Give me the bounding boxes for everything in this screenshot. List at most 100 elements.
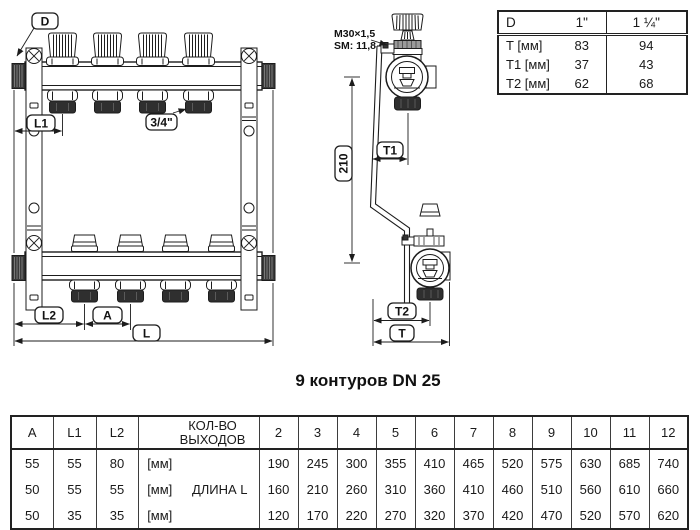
valve-top: [71, 234, 98, 252]
table-cell: T1 [мм]: [506, 57, 550, 72]
size-table-container: D 1" 1 ¼" T [мм] 83 94 T1 [мм] 37 43 T2 …: [497, 10, 688, 95]
length-table-header-a: A: [11, 416, 53, 450]
side-dimensions: [344, 39, 450, 346]
table-cell: 660: [648, 476, 688, 502]
table-cell: 360: [414, 476, 454, 502]
dim-box-l: [132, 324, 161, 342]
table-cell: 740: [648, 449, 688, 476]
length-table-header-count: 9: [531, 416, 571, 450]
table-cell: 685: [609, 449, 649, 476]
length-table-header-count: 10: [570, 416, 610, 450]
side-dimension-labels: M30×1,5 SM: 11,8 210 T1 T2 T: [334, 28, 417, 342]
length-table-header-count: 2: [258, 416, 298, 450]
dim-box-210: [334, 145, 353, 182]
table-cell-unit: [мм]: [137, 476, 181, 502]
dim-box-t: [389, 324, 415, 342]
protective-cap: [419, 203, 441, 217]
threaded-stub: [261, 63, 276, 89]
table-cell-unit: [мм]: [137, 502, 181, 529]
outlet-connection: [206, 279, 237, 303]
valve-top: [162, 234, 189, 252]
size-table-header-row: D 1" 1 ¼": [498, 11, 687, 36]
dimension-labels: D L1 3/4" L2 A L: [26, 12, 178, 342]
union-nut: [416, 287, 444, 301]
length-table: A L1 L2 КОЛ-ВО ВЫХОДОВ 2 3 4 5 6 7 8 9 1…: [10, 415, 689, 530]
table-cell: 80: [95, 449, 138, 476]
table-cell: 83: [574, 38, 589, 53]
caption: 9 контуров DN 25: [295, 371, 441, 390]
length-table-header-count: 3: [297, 416, 337, 450]
dim-label-t1: T1: [383, 144, 397, 158]
table-cell: 630: [570, 449, 610, 476]
size-table-row-t: T [мм] 83 94: [498, 34, 687, 55]
table-cell: 94: [605, 34, 687, 55]
table-cell: 470: [531, 502, 571, 529]
front-view: D L1 3/4" L2 A L: [11, 12, 276, 346]
valve-top: [117, 234, 144, 252]
table-cell: 300: [336, 449, 376, 476]
mounting-bracket-right: [240, 47, 258, 311]
threaded-stub: [261, 255, 276, 281]
length-table-header-l1: L1: [52, 416, 96, 450]
length-label-cell: ДЛИНА L: [191, 481, 248, 497]
table-cell: 270: [375, 502, 415, 529]
mounting-bracket-left: [25, 47, 43, 311]
dim-label-t2: T2: [395, 305, 409, 319]
length-table-header-outputs: КОЛ-ВО ВЫХОДОВ: [137, 416, 259, 450]
length-table-header-count: 7: [453, 416, 493, 450]
table-cell: 55: [52, 476, 96, 502]
length-table-header-count: 11: [609, 416, 649, 450]
table-cell: 320: [414, 502, 454, 529]
size-table: D 1" 1 ¼" T [мм] 83 94 T1 [мм] 37 43 T2 …: [497, 10, 688, 95]
length-table-row: 50 55 55 [мм] 160 210 260 310 360 410 46…: [11, 476, 688, 502]
dim-box-d: [31, 12, 59, 30]
table-cell: 35: [95, 502, 138, 529]
table-cell: 260: [336, 476, 376, 502]
length-table-header-count: 4: [336, 416, 376, 450]
length-table-header-count: 12: [648, 416, 688, 450]
table-cell: 410: [414, 449, 454, 476]
threaded-stub: [11, 255, 26, 281]
table-cell: 370: [453, 502, 493, 529]
top-valve-assembly: [380, 13, 437, 111]
outlet-connection: [137, 89, 168, 114]
dim-label-t: T: [398, 327, 406, 341]
table-cell: 160: [258, 476, 298, 502]
thermostat-cap: [46, 32, 79, 66]
length-table-header-count: 8: [492, 416, 532, 450]
table-cell: 43: [605, 55, 687, 74]
size-table-header-1in: 1": [558, 11, 606, 36]
table-cell: 55: [52, 449, 96, 476]
table-cell: T2 [мм]: [506, 76, 550, 91]
thermostat-cap: [182, 32, 215, 66]
table-cell: 355: [375, 449, 415, 476]
dim-label-d: D: [41, 15, 50, 29]
size-table-header-d: D: [498, 11, 558, 36]
dim-label-l: L: [143, 327, 150, 341]
table-cell: 570: [609, 502, 649, 529]
length-table-row: 50 35 35 [мм] 120 170 220 270 320 370 42…: [11, 502, 688, 529]
outlet-connection: [92, 89, 123, 114]
outlet-connection: [47, 89, 78, 114]
table-cell: 465: [453, 449, 493, 476]
table-cell: 245: [297, 449, 337, 476]
manifold-bottom-bar: [24, 251, 263, 281]
thread-spec-label: M30×1,5: [334, 28, 375, 40]
dim-box-t2: [387, 302, 417, 320]
length-table-header-row: A L1 L2 КОЛ-ВО ВЫХОДОВ 2 3 4 5 6 7 8 9 1…: [11, 416, 688, 450]
table-cell: 50: [25, 507, 40, 523]
table-cell: 55: [95, 476, 138, 502]
table-cell: 62: [574, 76, 589, 91]
table-cell: 460: [492, 476, 532, 502]
table-cell: 575: [531, 449, 571, 476]
table-cell: 520: [570, 502, 610, 529]
bottom-valve-assembly: [401, 203, 451, 301]
outlet-connection: [160, 279, 191, 303]
length-table-container: A L1 L2 КОЛ-ВО ВЫХОДОВ 2 3 4 5 6 7 8 9 1…: [10, 415, 689, 530]
size-table-row-t2: T2 [мм] 62 68: [498, 74, 687, 94]
dim-label-a: A: [103, 309, 112, 323]
table-cell: 35: [52, 502, 96, 529]
table-cell: 37: [574, 57, 589, 72]
thermostat-cap: [91, 32, 124, 66]
